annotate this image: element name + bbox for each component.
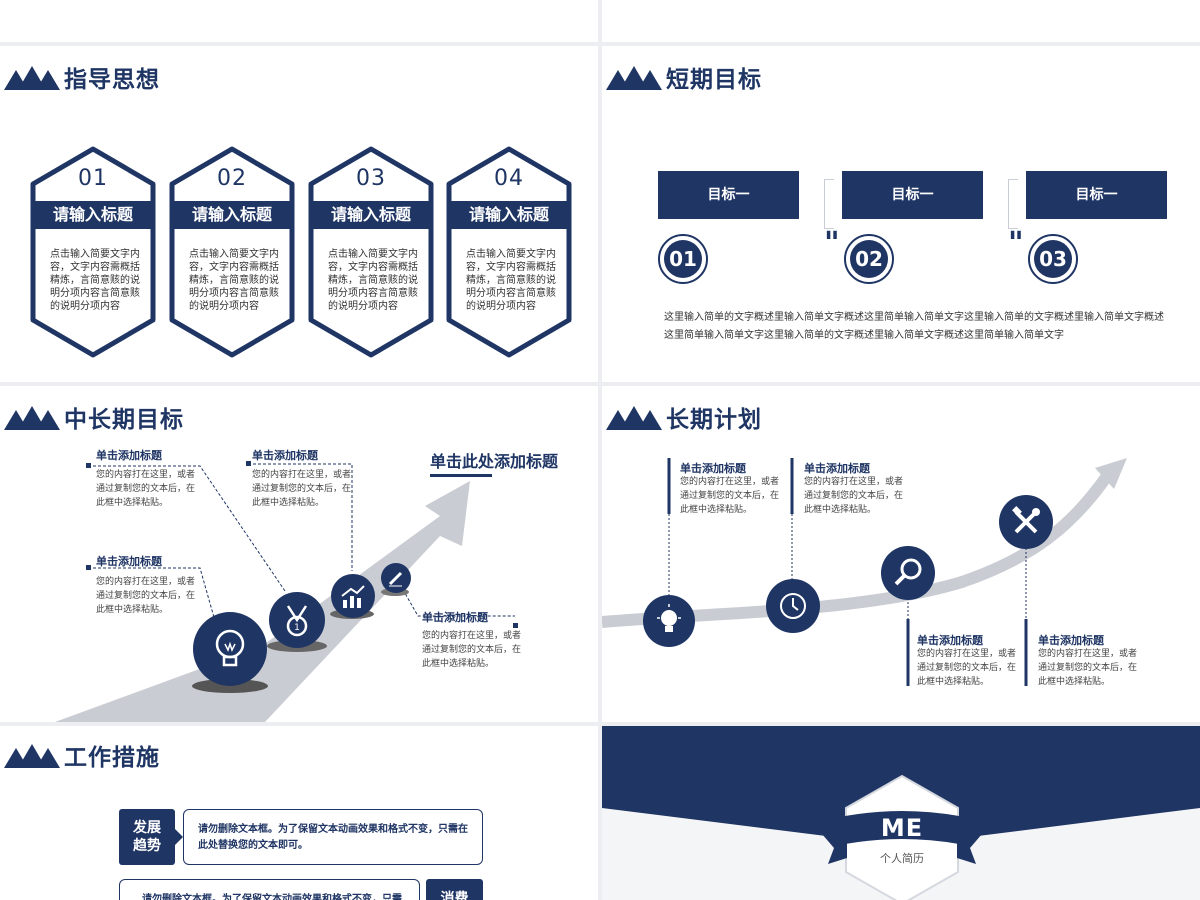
medal-icon: 1 [269, 592, 325, 648]
goal-number-1: 01 [658, 234, 708, 284]
main-heading: 单击此处添加标题 [430, 452, 559, 471]
hex-body: 点击输入简要文字内容，文字内容需概括精炼，言简意赅的说明分项内容言简意赅的说明分… [50, 249, 140, 312]
quote-mark: " [824, 226, 840, 261]
slide-top-right [602, 0, 1200, 42]
slide-title: 长期计划 [606, 400, 762, 434]
hex-card-3: 03 请输入标题 点击输入简要文字内容，文字内容需概括精炼，言简意赅的说明分项内… [308, 146, 434, 358]
clock-icon [766, 579, 820, 633]
bracket-line [824, 179, 834, 229]
lightbulb-icon [193, 612, 267, 686]
hex-body: 点击输入简要文字内容，文字内容需概括精炼，言简意赅的说明分项内容言简意赅的说明分… [189, 249, 279, 312]
hex-heading: 请输入标题 [172, 201, 292, 229]
callout-body: 您的内容打在这里，或者通过复制您的文本后，在此框中选择粘贴。 [422, 631, 522, 669]
me-logo: ME [880, 814, 924, 842]
mountains-icon [606, 66, 662, 90]
search-icon [881, 546, 935, 600]
slide-short-term-goals: 短期目标 目标一 目标一 目标一 " " 01 02 03 这里输入简单的文字概… [602, 46, 1200, 382]
slide-title: 指导思想 [4, 60, 160, 94]
road-arrow [55, 461, 518, 722]
callout-body: 您的内容打在这里，或者通过复制您的文本后，在此框中选择粘贴。 [917, 649, 1017, 687]
heading-underline [430, 474, 492, 477]
tools-icon [999, 495, 1053, 549]
callout-title: 单击添加标题 [96, 449, 162, 462]
consumption-tag: 消费 [426, 879, 483, 900]
goal-box-2: 目标一 [842, 171, 983, 219]
hex-card-4: 04 请输入标题 点击输入简要文字内容，文字内容需概括精炼，言简意赅的说明分项内… [446, 146, 572, 358]
hex-heading: 请输入标题 [311, 201, 431, 229]
callout-title: 单击添加标题 [252, 449, 318, 462]
slide-resume-cover: ME 个人简历 [602, 726, 1200, 900]
slide-guiding-ideology: 指导思想 01 请输入标题 点击输入简要文字内容，文字内容需概括精炼，言简意赅的… [0, 46, 598, 382]
hex-card-2: 02 请输入标题 点击输入简要文字内容，文字内容需概括精炼，言简意赅的说明分项内… [169, 146, 295, 358]
hex-number: 03 [356, 166, 386, 191]
slide-title: 短期目标 [606, 60, 762, 94]
callout-title: 单击添加标题 [917, 634, 983, 647]
callout-title: 单击添加标题 [804, 462, 870, 475]
callout-title: 单击添加标题 [422, 611, 488, 624]
growth-chart-icon [331, 574, 375, 618]
slide-title: 中长期目标 [4, 400, 184, 434]
callout-body: 您的内容打在这里，或者通过复制您的文本后，在此框中选择粘贴。 [252, 470, 352, 508]
callout-title: 单击添加标题 [1038, 634, 1104, 647]
hex-heading: 请输入标题 [33, 201, 153, 229]
mountains-icon [606, 406, 662, 430]
slide-mid-long-term-goals: 中长期目标 1 单击此处添加标题 单击添加标题 您的内容打在这里，或者通过复制您… [0, 386, 598, 722]
quote-mark: " [1008, 226, 1024, 261]
text-box-2[interactable]: 请勿删除文本框。为了保留文本动画效果和格式不变，只需 [119, 879, 420, 900]
mountains-icon [4, 744, 60, 768]
callout-body: 您的内容打在这里，或者通过复制您的文本后，在此框中选择粘贴。 [680, 477, 780, 515]
hex-number: 04 [494, 166, 524, 191]
goal-number-3: 03 [1028, 234, 1078, 284]
hex-body: 点击输入简要文字内容，文字内容需概括精炼，言简意赅的说明分项内容言简意赅的说明分… [466, 249, 556, 312]
slide-long-term-plan: 长期计划 单击添加标题 您的内容打在这里，或者通过复制您的文本后，在此框中选择粘… [602, 386, 1200, 722]
cover-background [602, 726, 1200, 900]
hex-body: 点击输入简要文字内容，文字内容需概括精炼，言简意赅的说明分项内容言简意赅的说明分… [328, 249, 418, 312]
callout-body: 您的内容打在这里，或者通过复制您的文本后，在此框中选择粘贴。 [96, 470, 196, 508]
svg-text:1: 1 [294, 623, 300, 633]
callout-body: 您的内容打在这里，或者通过复制您的文本后，在此框中选择粘贴。 [96, 577, 196, 615]
slide-work-measures: 工作措施 发展趋势 请勿删除文本框。为了保留文本动画效果和格式不变，只需在此处替… [0, 726, 598, 900]
slide-title: 工作措施 [4, 738, 160, 772]
hex-number: 02 [217, 166, 247, 191]
curve-arrow [602, 458, 1127, 686]
goal-box-3: 目标一 [1026, 171, 1167, 219]
text-box-1[interactable]: 请勿删除文本框。为了保留文本动画效果和格式不变，只需在此处替换您的文本即可。 [183, 809, 483, 865]
goal-description: 这里输入简单的文字概述里输入简单文字概述这里简单输入简单文字这里输入简单的文字概… [664, 312, 1164, 341]
goal-number-2: 02 [844, 234, 894, 284]
goal-box-1: 目标一 [658, 171, 799, 219]
mountains-icon [4, 406, 60, 430]
hex-number: 01 [78, 166, 108, 191]
pen-icon [381, 563, 411, 593]
callout-title: 单击添加标题 [680, 462, 746, 475]
tag-pointer [175, 829, 183, 845]
callout-title: 单击添加标题 [96, 555, 162, 568]
hex-card-1: 01 请输入标题 点击输入简要文字内容，文字内容需概括精炼，言简意赅的说明分项内… [30, 146, 156, 358]
bracket-line [1008, 179, 1018, 229]
hex-heading: 请输入标题 [449, 201, 569, 229]
callout-body: 您的内容打在这里，或者通过复制您的文本后，在此框中选择粘贴。 [804, 477, 904, 515]
callout-body: 您的内容打在这里，或者通过复制您的文本后，在此框中选择粘贴。 [1038, 649, 1138, 687]
mountains-icon [4, 66, 60, 90]
resume-subtitle: 个人简历 [880, 852, 924, 865]
trend-tag: 发展趋势 [119, 809, 175, 865]
lightbulb-icon [643, 595, 695, 647]
slide-top-left [0, 0, 598, 42]
